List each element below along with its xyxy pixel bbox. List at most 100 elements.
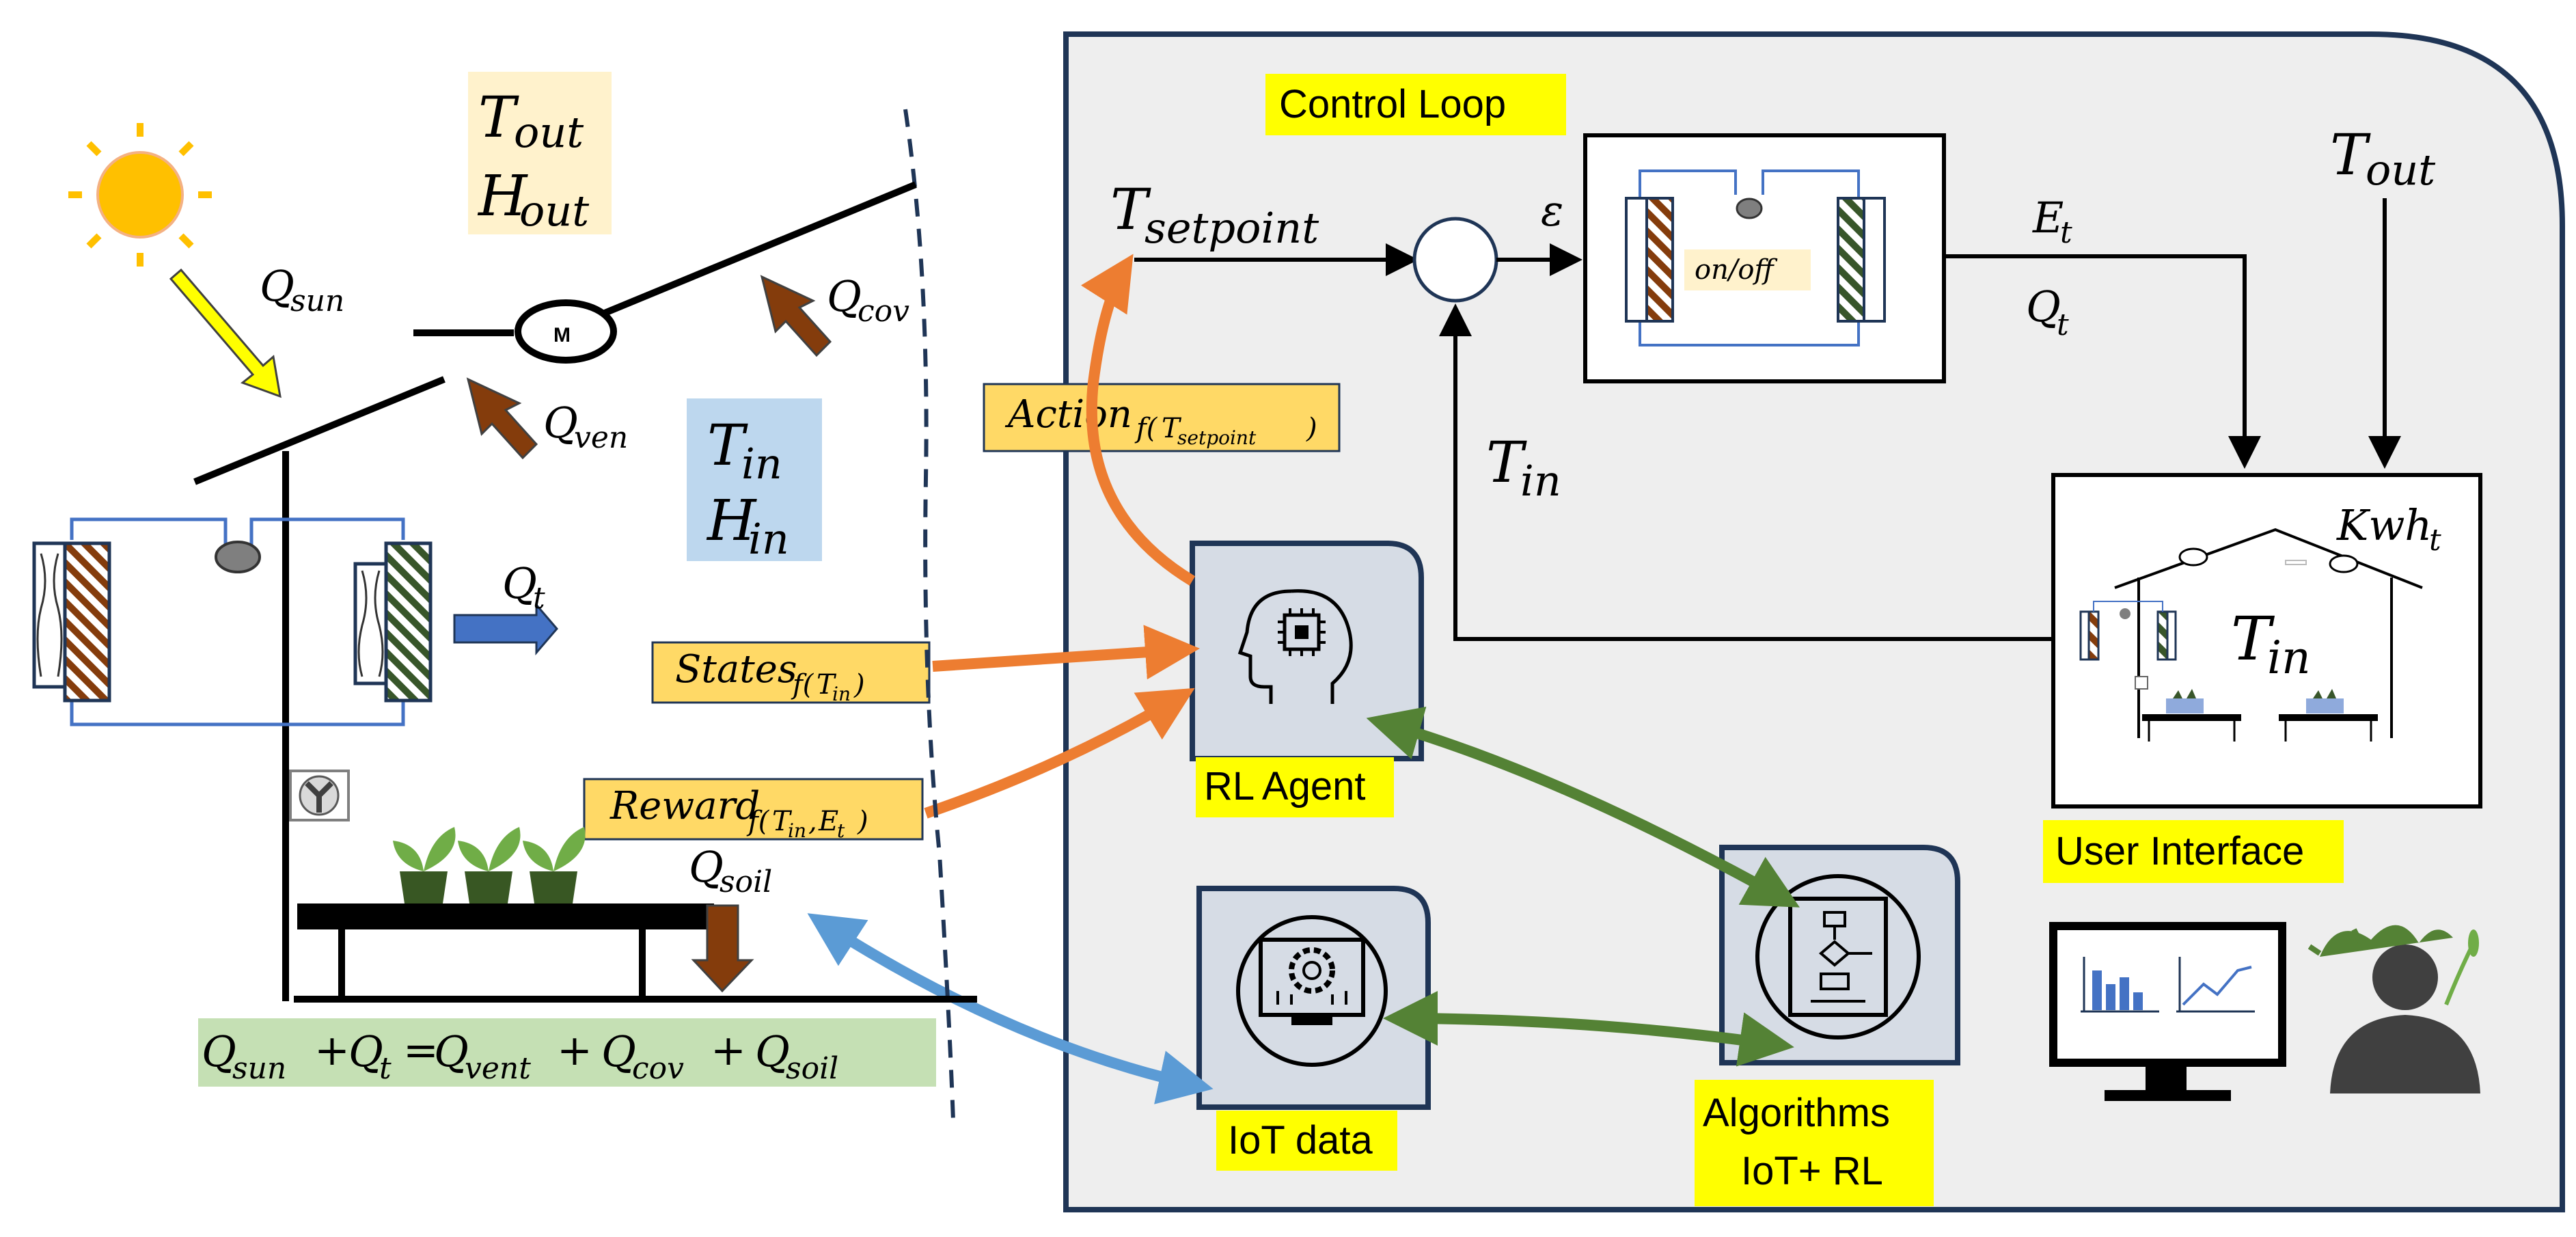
ai-brain-icon xyxy=(1237,589,1353,704)
heat-label: Q t xyxy=(2026,282,2069,342)
svg-text:ven: ven xyxy=(574,420,628,455)
kwh-label: Kwh t xyxy=(2336,500,2441,558)
svg-text:cov: cov xyxy=(858,294,909,329)
h-out-label: H out xyxy=(477,164,589,236)
cover-heat-arrow xyxy=(760,275,832,357)
q-soil-label: Q soil xyxy=(689,842,772,899)
flowchart-icon xyxy=(1755,874,1921,1039)
svg-text:E: E xyxy=(818,806,838,837)
svg-text:soil: soil xyxy=(720,865,772,899)
svg-text:on/off: on/off xyxy=(1695,254,1778,286)
svg-text:T: T xyxy=(1110,178,1151,243)
svg-text:sun: sun xyxy=(290,284,344,318)
svg-text:t: t xyxy=(533,581,545,616)
iot-data-label: IoT data xyxy=(1228,1118,1373,1163)
ac-heat-arrow xyxy=(453,601,558,656)
svg-text:out: out xyxy=(2366,145,2435,195)
svg-text:t: t xyxy=(2057,308,2069,342)
svg-text:H: H xyxy=(477,164,528,229)
energy-balance-box xyxy=(198,1018,936,1087)
monitor-chart-icon xyxy=(2049,922,2286,1101)
plant-table-icon xyxy=(294,903,977,1003)
feedback-line xyxy=(1439,303,2053,641)
algorithms-label-line1: Algorithms xyxy=(1703,1091,1890,1135)
svg-text:out: out xyxy=(519,186,589,236)
svg-text:Q: Q xyxy=(502,558,537,608)
soil-iot-arrow xyxy=(807,913,1214,1104)
rl-agent-label-bg xyxy=(1196,757,1394,817)
error-label: ε xyxy=(1541,186,1563,236)
svg-text:in: in xyxy=(741,439,782,489)
svg-text:t: t xyxy=(379,1051,392,1086)
greenhouse-t-in-label: T in xyxy=(2231,603,2311,684)
iot-algorithms-arrow xyxy=(1383,991,1794,1067)
svg-text:Q: Q xyxy=(689,842,724,892)
user-interface-label-bg xyxy=(2043,820,2344,883)
svg-text:out: out xyxy=(514,107,584,157)
action-arrow xyxy=(1080,254,1196,586)
motor-label: M xyxy=(553,324,571,346)
svg-text:in: in xyxy=(1520,456,1561,506)
svg-text:T: T xyxy=(817,669,837,701)
reward-label: Reward f( T in , E t ) xyxy=(609,784,868,842)
iot-gear-icon xyxy=(1236,915,1388,1067)
user-interface-label: User Interface xyxy=(2055,829,2304,873)
svg-text:Q: Q xyxy=(434,1027,469,1076)
inside-conditions-box xyxy=(687,398,822,561)
control-loop-label-bg xyxy=(1265,74,1566,135)
svg-text:Q: Q xyxy=(601,1027,636,1076)
q-cov-label: Q cov xyxy=(827,271,909,329)
output-line xyxy=(1944,254,2261,469)
algorithms-label-line2: IoT+ RL xyxy=(1741,1149,1883,1193)
svg-text:t: t xyxy=(2060,215,2072,250)
svg-text:in: in xyxy=(788,819,806,842)
agent-algorithms-arrow xyxy=(1366,706,1800,908)
states-label: States f( T in ) xyxy=(675,647,865,705)
sun-icon xyxy=(68,123,212,267)
motor-icon xyxy=(515,299,617,364)
svg-text:Action: Action xyxy=(1004,392,1132,437)
svg-text:Q: Q xyxy=(543,398,578,448)
svg-text:T: T xyxy=(707,413,748,478)
svg-text:T: T xyxy=(2231,603,2275,674)
roof-right xyxy=(600,181,917,318)
svg-text:in: in xyxy=(832,683,851,705)
q-t-label-left: Q t xyxy=(502,558,545,616)
states-label-box xyxy=(651,641,931,704)
t-in-label-left: T in xyxy=(707,413,782,489)
reward-arrow xyxy=(924,688,1195,819)
svg-text:T: T xyxy=(2330,123,2371,188)
svg-text:States: States xyxy=(675,647,797,692)
ac-unit-left-icon xyxy=(32,517,433,726)
t-out-label-left: T out xyxy=(478,85,584,157)
rl-agent-label: RL Agent xyxy=(1204,764,1365,808)
svg-text:sun: sun xyxy=(232,1051,286,1086)
control-loop-label: Control Loop xyxy=(1279,82,1506,126)
ac-unit-icon: on/off xyxy=(1625,169,1886,346)
svg-text:T: T xyxy=(478,85,519,150)
fan-icon xyxy=(289,770,350,821)
t-out-label-right: T out xyxy=(2330,123,2435,195)
svg-text:cov: cov xyxy=(632,1051,684,1086)
svg-text:Q: Q xyxy=(2026,282,2061,331)
svg-text:): ) xyxy=(1306,413,1317,444)
action-label: Action f( T setpoint ) xyxy=(1004,392,1317,449)
algorithms-label-bg xyxy=(1695,1080,1934,1206)
iot-data-box xyxy=(1196,886,1431,1110)
greenhouse-boundary xyxy=(903,109,955,1122)
svg-text:vent: vent xyxy=(465,1051,531,1086)
q-sun-label: Q sun xyxy=(260,261,344,318)
reward-label-box xyxy=(583,778,924,841)
svg-text:f(: f( xyxy=(791,669,814,701)
svg-text:E: E xyxy=(2032,193,2064,243)
svg-text:T: T xyxy=(1162,413,1182,444)
states-arrow xyxy=(932,625,1200,680)
farmer-icon xyxy=(2307,925,2480,1093)
h-in-label: H in xyxy=(706,489,789,564)
svg-text:+: + xyxy=(314,1025,350,1075)
summing-junction xyxy=(1412,217,1498,303)
setpoint-label: T setpoint xyxy=(1110,178,1319,253)
svg-text:+: + xyxy=(711,1025,746,1075)
svg-text:,: , xyxy=(808,806,817,837)
action-label-box xyxy=(983,383,1341,452)
